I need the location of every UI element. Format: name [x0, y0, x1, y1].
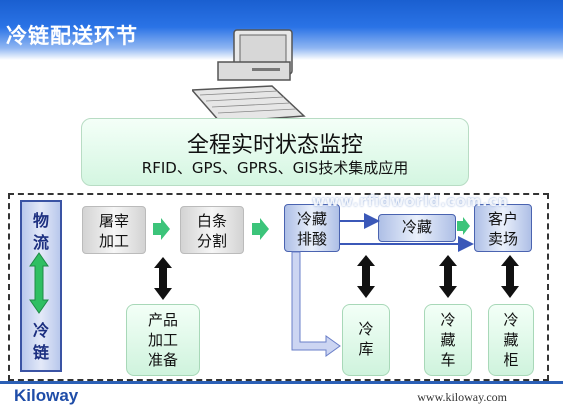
box-line: 加工 [147, 331, 178, 349]
side-char: 链 [32, 343, 49, 362]
box-line: 客户 [487, 210, 518, 228]
computer-icon [192, 29, 306, 123]
page-title: 冷链配送环节 [6, 24, 138, 48]
box-line: 产品 [147, 311, 178, 329]
monitoring-title: 全程实时状态监控 [186, 133, 363, 158]
chill-acid-box: 冷藏 排酸 [284, 204, 340, 252]
box-line: 准备 [147, 351, 178, 369]
double-arrow-black-icon [154, 255, 519, 300]
carcass-split-box: 白条 分割 [180, 206, 244, 254]
monitoring-panel: 全程实时状态监控 RFID、GPS、GPRS、GIS技术集成应用 [81, 118, 469, 186]
box-line: 库 [358, 340, 374, 358]
box-line: 白条 [196, 212, 227, 230]
box-line: 加工 [98, 232, 129, 250]
green-arrow-icon [153, 218, 170, 240]
box-line: 屠宰 [98, 212, 129, 230]
flow-line [340, 213, 474, 252]
box-line: 冷 [503, 311, 519, 329]
double-arrow-green-icon [29, 252, 49, 314]
green-arrow-icon [252, 218, 269, 240]
side-char: 冷 [32, 321, 49, 340]
side-char: 流 [32, 233, 49, 252]
slaughter-box: 屠宰 加工 [82, 206, 146, 254]
green-arrow-icon [457, 217, 470, 235]
cold-chain-frame [8, 193, 549, 381]
logistics-cold-chain-label: 物 流 冷 链 [20, 200, 62, 372]
cold-warehouse-box: 冷 库 [342, 304, 390, 376]
box-line: 藏 [440, 331, 456, 349]
box-line: 卖场 [487, 230, 518, 248]
side-char: 物 [32, 211, 49, 230]
customer-store-box: 客户 卖场 [474, 204, 532, 252]
footer-url: www.kiloway.com [417, 390, 507, 404]
cold-storage-box: 冷藏 [378, 214, 456, 242]
product-prep-box: 产品 加工 准备 [126, 304, 200, 376]
box-line: 冷 [358, 320, 374, 338]
box-line: 排酸 [296, 230, 327, 248]
box-line: 冷 [440, 311, 456, 329]
refrigerated-truck-box: 冷 藏 车 [424, 304, 472, 376]
monitoring-subtitle: RFID、GPS、GPRS、GIS技术集成应用 [141, 159, 409, 177]
box-line: 冷藏 [296, 210, 327, 228]
elbow-arrow-icon [291, 251, 341, 357]
box-line: 车 [440, 351, 456, 369]
footer-divider [0, 381, 563, 384]
box-line: 藏 [503, 331, 519, 349]
box-line: 柜 [503, 351, 519, 369]
box-line: 分割 [196, 232, 227, 250]
watermark: www.rfidworld.com.cn [312, 194, 509, 210]
refrigerated-cabinet-box: 冷 藏 柜 [488, 304, 534, 376]
kiloway-logo: Kiloway [14, 386, 79, 405]
box-line: 冷藏 [401, 218, 432, 236]
